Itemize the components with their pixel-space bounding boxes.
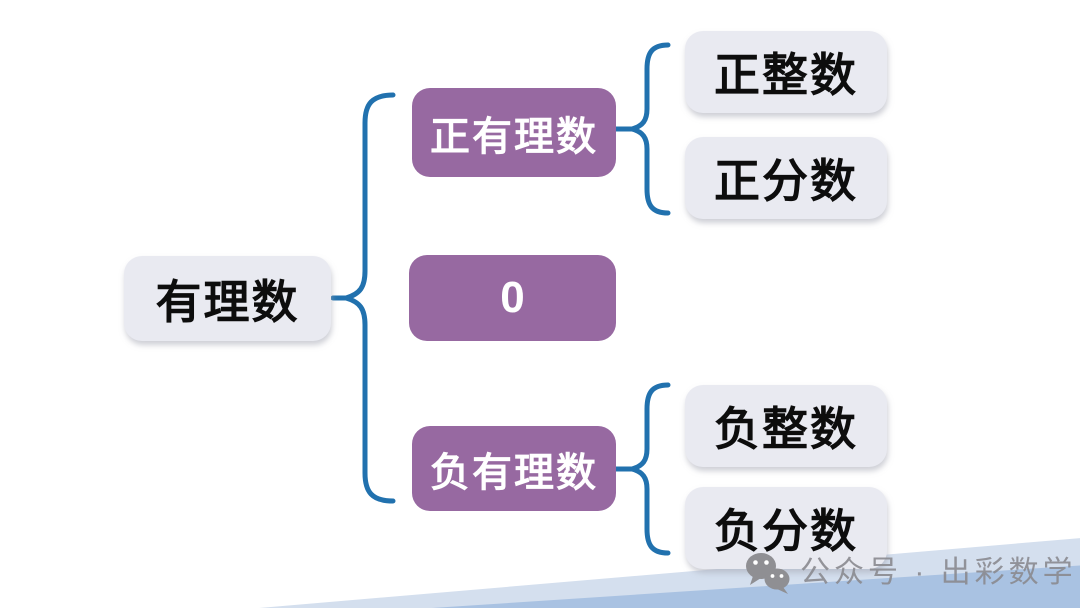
root-brace xyxy=(336,92,396,504)
node-label: 正整数 xyxy=(714,49,858,101)
node-label: 0 xyxy=(500,273,525,322)
node-label: 有理数 xyxy=(155,275,300,328)
negative-brace xyxy=(622,382,671,556)
watermark: 公众号 · 出彩数学 xyxy=(744,551,1077,595)
wechat-icon xyxy=(746,553,790,594)
node-zero: 0 xyxy=(409,255,616,341)
node-positive-rationals: 正有理数 xyxy=(412,88,616,177)
node-positive-fractions: 正分数 xyxy=(685,137,887,219)
node-label: 负有理数 xyxy=(430,450,598,495)
node-negative-rationals: 负有理数 xyxy=(412,426,616,511)
node-negative-integers: 负整数 xyxy=(685,385,887,467)
positive-brace xyxy=(622,42,671,216)
node-rational-numbers: 有理数 xyxy=(124,256,331,341)
node-label: 负整数 xyxy=(714,403,858,455)
watermark-text: 公众号 · 出彩数学 xyxy=(800,556,1077,589)
node-label: 负分数 xyxy=(714,505,858,557)
node-label: 正分数 xyxy=(714,155,858,207)
node-positive-integers: 正整数 xyxy=(685,31,887,113)
node-label: 正有理数 xyxy=(430,114,598,159)
node-negative-fractions: 负分数 xyxy=(685,487,887,569)
